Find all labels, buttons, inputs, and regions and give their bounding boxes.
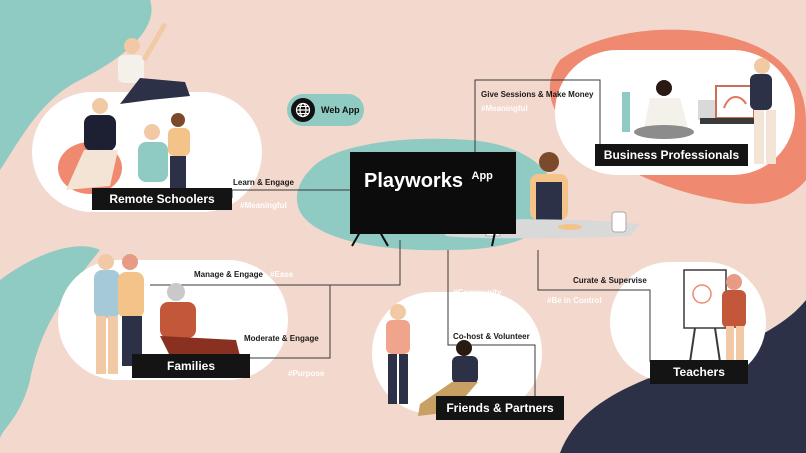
teal-shape-bottom-left <box>0 246 100 440</box>
label-teachers[interactable]: Teachers <box>650 360 748 384</box>
edge-label-families-2: Moderate & Engage <box>244 334 319 343</box>
tag-friends: #Community <box>453 288 502 297</box>
label-business-professionals[interactable]: Business Professionals <box>595 144 748 166</box>
label-friends-partners[interactable]: Friends & Partners <box>436 396 564 420</box>
app-title: Playworks <box>364 170 463 192</box>
edge-label-families: Manage & Engage <box>194 270 263 279</box>
screen-stand <box>351 232 496 247</box>
tag-families: #Ease <box>270 270 294 279</box>
web-app-badge[interactable]: Web App <box>287 94 364 126</box>
web-app-label: Web App <box>321 105 360 115</box>
remote-person-top <box>118 22 190 104</box>
tag-business: #Meaningful <box>481 104 528 113</box>
tag-remote: #Meaningful <box>240 201 287 210</box>
business-scene <box>622 58 776 164</box>
app-title-row: Playworks App <box>364 170 493 193</box>
tag-families-2: #Purpose <box>288 369 325 378</box>
edge-label-remote: Learn & Engage <box>233 178 294 187</box>
teacher-scene <box>683 269 746 376</box>
teal-shape-top-left <box>0 0 152 170</box>
remote-group <box>58 98 190 194</box>
connector-teachers <box>537 250 651 362</box>
globe-icon <box>291 98 315 122</box>
edge-label-friends: Co-host & Volunteer <box>453 332 530 341</box>
tag-teachers: #Be in Control <box>547 296 602 305</box>
friends-group <box>386 304 478 416</box>
connector-business <box>474 79 601 152</box>
app-superscript: App <box>471 170 493 183</box>
label-families[interactable]: Families <box>132 354 250 378</box>
edge-label-teachers: Curate & Supervise <box>573 276 647 285</box>
app-screen: Playworks App <box>350 152 516 234</box>
connector-friends <box>447 250 536 398</box>
edge-label-business: Give Sessions & Make Money <box>481 90 594 99</box>
label-remote-schoolers[interactable]: Remote Schoolers <box>92 188 232 210</box>
connector-remote <box>231 189 350 198</box>
